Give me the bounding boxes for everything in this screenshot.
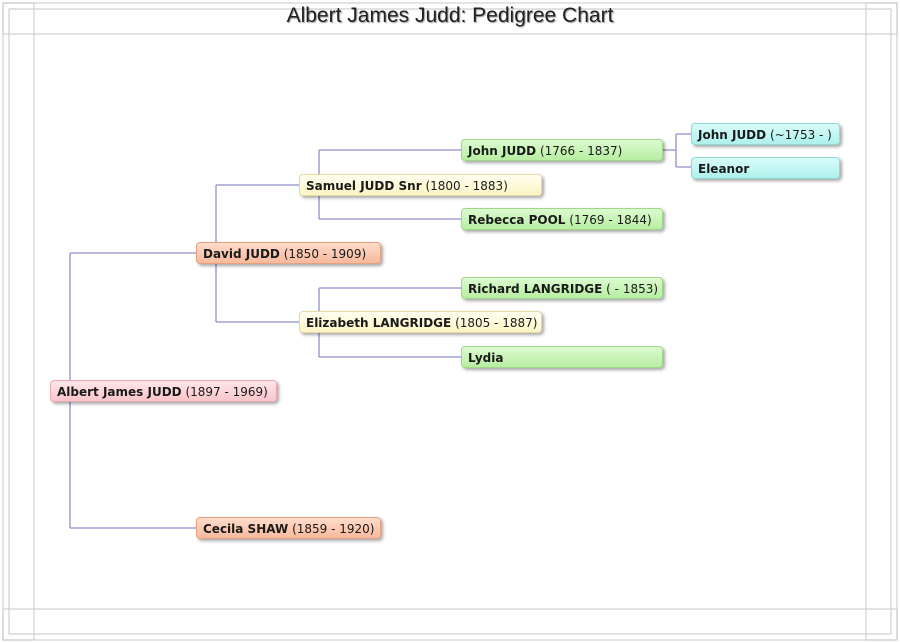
person-name: Richard LANGRIDGE bbox=[468, 282, 603, 296]
person-eleanor[interactable]: Eleanor bbox=[691, 157, 840, 179]
person-albert-james-judd[interactable]: Albert James JUDD (1897 - 1969) bbox=[50, 380, 277, 402]
person-elizabeth-langridge[interactable]: Elizabeth LANGRIDGE (1805 - 1887) bbox=[299, 311, 542, 333]
person-lydia[interactable]: Lydia bbox=[461, 346, 663, 368]
person-dates: (~1753 - ) bbox=[769, 128, 832, 142]
person-dates: (1805 - 1887) bbox=[455, 316, 538, 330]
chart-title: Albert James Judd: Pedigree Chart bbox=[286, 4, 614, 27]
person-samuel-judd-snr[interactable]: Samuel JUDD Snr (1800 - 1883) bbox=[299, 174, 542, 196]
person-david-judd[interactable]: David JUDD (1850 - 1909) bbox=[196, 242, 381, 264]
person-name: Cecila SHAW bbox=[203, 522, 289, 536]
person-richard-langridge[interactable]: Richard LANGRIDGE ( - 1853) bbox=[461, 277, 663, 299]
person-rebecca-pool[interactable]: Rebecca POOL (1769 - 1844) bbox=[461, 208, 663, 230]
person-name: Eleanor bbox=[698, 162, 750, 176]
person-dates: (1766 - 1837) bbox=[539, 144, 623, 158]
person-dates: (1850 - 1909) bbox=[283, 247, 367, 261]
person-dates: ( - 1853) bbox=[606, 282, 659, 296]
person-cecila-shaw[interactable]: Cecila SHAW (1859 - 1920) bbox=[196, 517, 381, 539]
person-name: Elizabeth LANGRIDGE bbox=[306, 316, 452, 330]
person-name: Lydia bbox=[468, 351, 504, 365]
person-dates: (1800 - 1883) bbox=[425, 179, 508, 193]
person-dates: (1859 - 1920) bbox=[292, 522, 375, 536]
person-name: John JUDD bbox=[468, 144, 537, 158]
connector-john-judd-1766 bbox=[663, 133, 691, 168]
person-name: Rebecca POOL bbox=[468, 213, 566, 227]
person-dates: (1897 - 1969) bbox=[185, 385, 268, 399]
person-dates: (1769 - 1844) bbox=[569, 213, 652, 227]
person-name: David JUDD bbox=[203, 247, 280, 261]
person-john-judd-1766[interactable]: John JUDD (1766 - 1837) bbox=[461, 139, 663, 161]
person-name: Albert James JUDD bbox=[57, 385, 182, 399]
person-name: John JUDD bbox=[698, 128, 767, 142]
person-john-judd-1753[interactable]: John JUDD (~1753 - ) bbox=[691, 123, 840, 145]
person-name: Samuel JUDD Snr bbox=[306, 179, 422, 193]
